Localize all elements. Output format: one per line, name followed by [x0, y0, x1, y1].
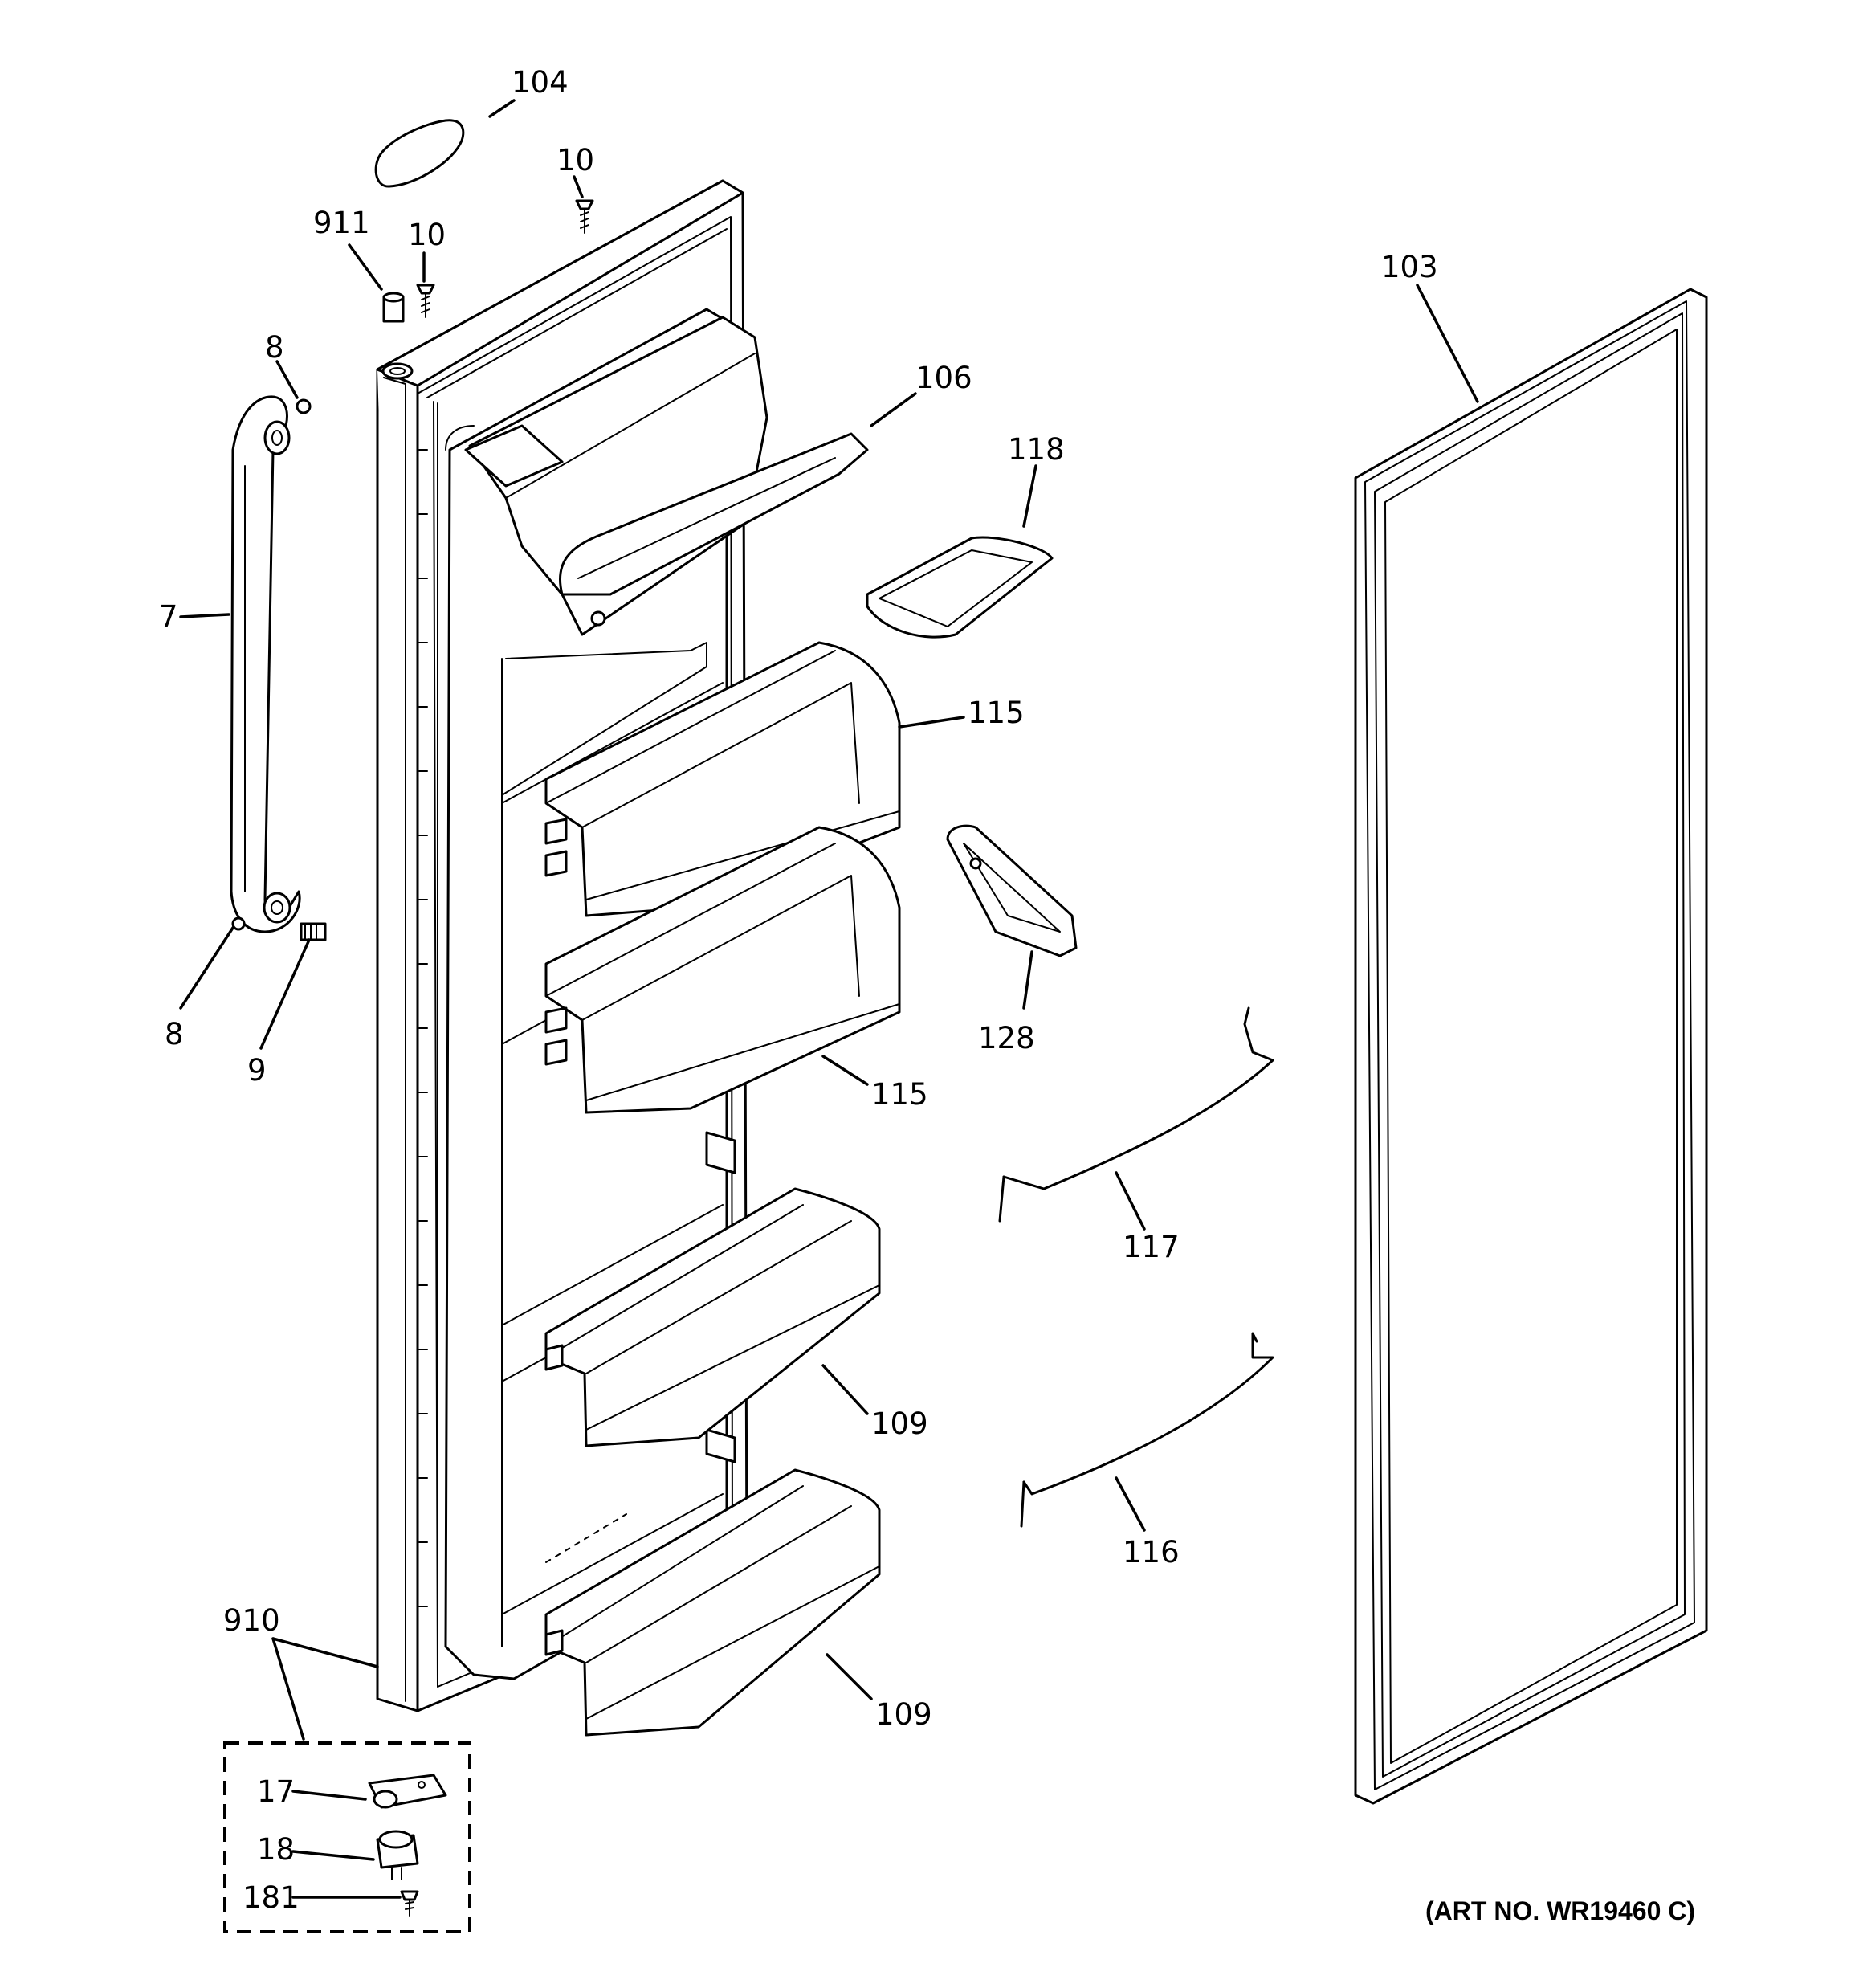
callout-104: 104	[512, 65, 569, 100]
gasket-ribs	[418, 449, 428, 1607]
callout-116: 116	[1123, 1535, 1180, 1570]
callout-911: 911	[313, 206, 370, 240]
art-number: (ART NO. WR19460 C)	[1425, 1896, 1695, 1925]
callout-128: 128	[978, 1021, 1035, 1055]
hinge-bushing-18	[376, 1830, 419, 1880]
callout-115-lower: 115	[871, 1077, 928, 1112]
callout-181: 181	[243, 1880, 300, 1915]
callout-9: 9	[247, 1053, 267, 1088]
screw-8-bottom	[231, 916, 246, 931]
shelf-bar-116	[1020, 1332, 1274, 1528]
badge-104	[374, 119, 465, 188]
callout-8-bottom: 8	[165, 1017, 184, 1051]
callout-10-left: 10	[408, 218, 446, 252]
hinge-kit-910-box	[223, 1741, 471, 1933]
callout-17: 17	[257, 1774, 295, 1809]
dairy-compartment-106	[464, 316, 869, 636]
callout-118: 118	[1008, 432, 1065, 467]
hinge-screw-181	[400, 1890, 419, 1917]
callout-115-upper: 115	[968, 696, 1025, 730]
callout-7: 7	[159, 599, 178, 634]
door-bin-109-upper	[544, 1187, 881, 1447]
callout-labels: 104 10 911 10 103 8 106 118 7 115 128 8 …	[159, 65, 1695, 1925]
door-gasket-103	[1354, 288, 1708, 1805]
leader-lines	[179, 99, 1479, 1899]
door-assembly	[376, 179, 869, 1712]
screw-9	[300, 922, 327, 941]
tray-118	[866, 536, 1054, 639]
callout-910: 910	[223, 1603, 280, 1638]
door-bin-109-lower	[544, 1468, 881, 1737]
shelf-bar-117	[998, 1006, 1274, 1223]
callout-117: 117	[1123, 1230, 1180, 1264]
callout-109-lower: 109	[875, 1697, 932, 1732]
hinge-pin-17	[368, 1774, 447, 1809]
callout-10-top: 10	[556, 143, 594, 178]
callout-18: 18	[257, 1832, 295, 1867]
door-handle-7	[230, 395, 301, 933]
screw-10-top	[575, 199, 594, 234]
callout-106: 106	[915, 361, 972, 395]
callout-103: 103	[1381, 250, 1438, 284]
bushing-911	[382, 292, 405, 323]
door-bin-115-lower	[544, 826, 901, 1114]
screw-8-top	[296, 398, 312, 414]
bracket-128	[946, 824, 1078, 957]
screw-10-left	[416, 284, 435, 318]
callout-109-upper: 109	[871, 1406, 928, 1441]
callout-8-top: 8	[265, 330, 284, 365]
